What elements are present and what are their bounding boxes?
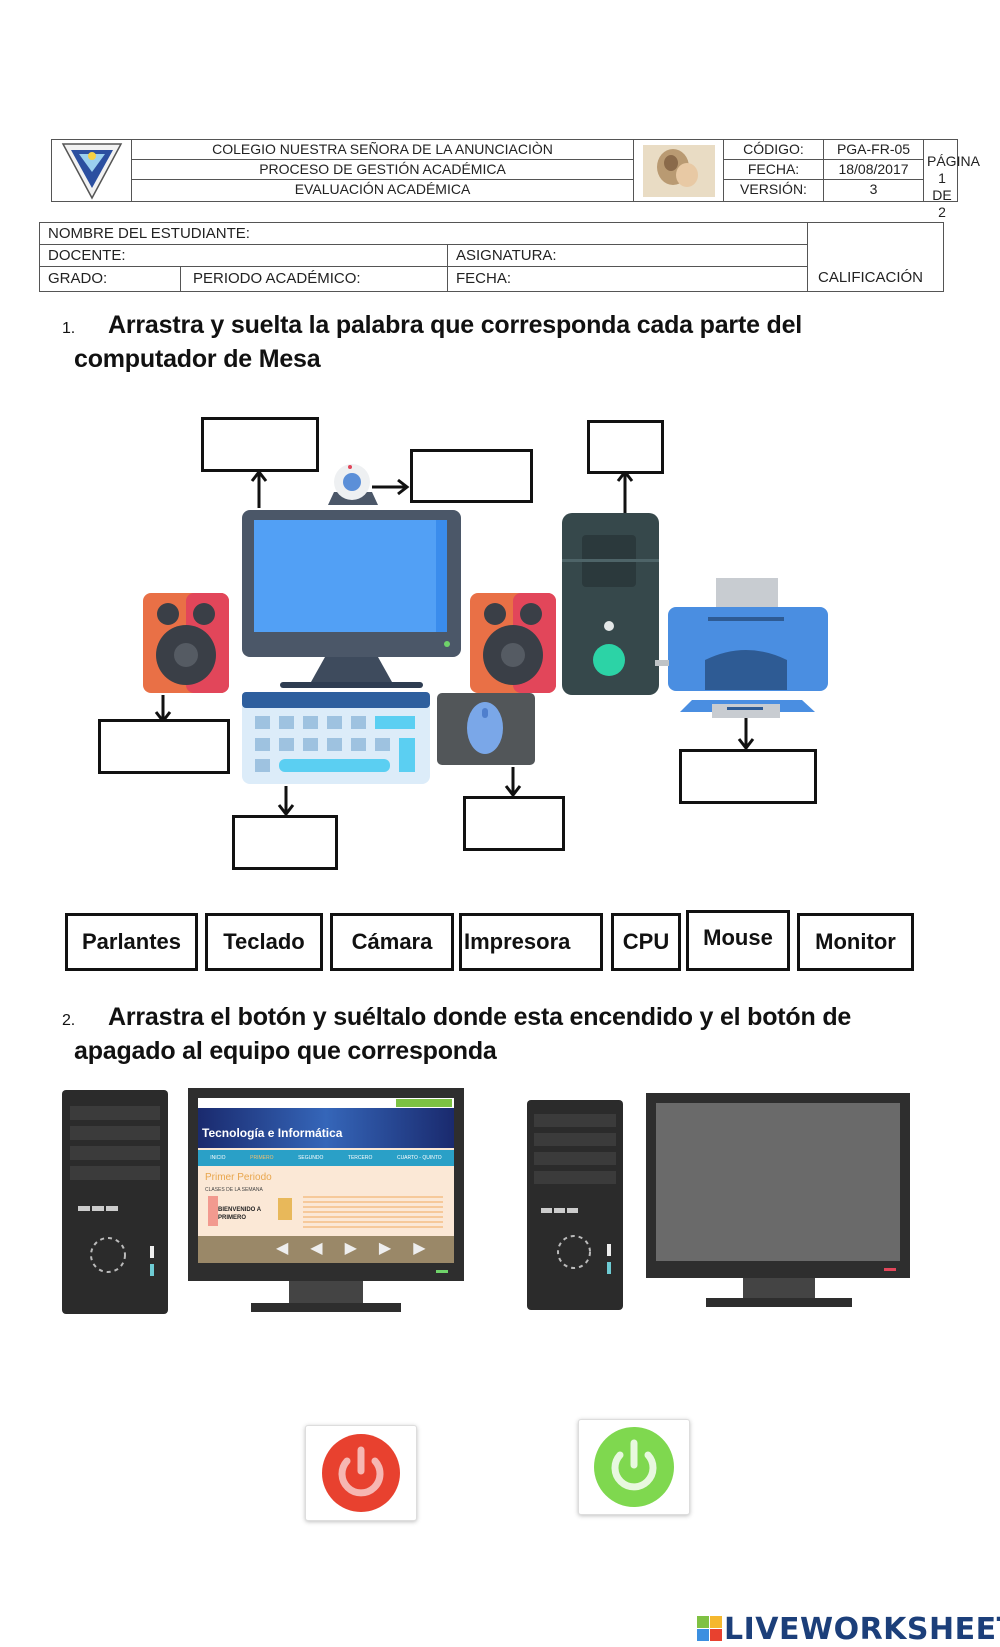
process-name: PROCESO DE GESTIÓN ACADÉMICA <box>132 160 634 180</box>
word-teclado[interactable]: Teclado <box>205 913 323 971</box>
drop-target-speaker[interactable] <box>98 719 230 774</box>
power-on-button[interactable] <box>578 1419 690 1515</box>
monitor-off[interactable] <box>646 1093 910 1308</box>
keyboard-icon <box>242 692 430 784</box>
printer-icon <box>655 578 828 718</box>
cpu-tower-off-icon[interactable] <box>525 1098 625 1313</box>
monitor-led-red <box>884 1268 896 1271</box>
left-speaker-icon <box>143 593 229 693</box>
power-off-button[interactable] <box>305 1425 417 1521</box>
site-subheading: CLASES DE LA SEMANA <box>205 1187 263 1193</box>
question-2-line1: Arrastra el botón y suéltalo donde esta … <box>108 1003 852 1031</box>
drop-target-mouse[interactable] <box>463 796 565 851</box>
saint-portrait <box>634 140 724 201</box>
drop-target-keyboard[interactable] <box>232 815 338 870</box>
power-off-icon <box>322 1434 400 1512</box>
mouse-icon <box>437 693 535 765</box>
word-cpu[interactable]: CPU <box>611 913 681 971</box>
monitor-led-green <box>436 1270 448 1273</box>
drop-target-camera[interactable] <box>410 449 533 503</box>
power-on-icon <box>594 1427 674 1507</box>
nav-item: TERCERO <box>347 1155 373 1161</box>
student-info-form: NOMBRE DEL ESTUDIANTE: DOCENTE: ASIGNATU… <box>39 222 944 292</box>
connector-arrows <box>154 469 755 817</box>
question-1-line2: computador de Mesa <box>74 345 321 373</box>
word-camara[interactable]: Cámara <box>330 913 454 971</box>
liveworksheets-logo-icon <box>697 1616 722 1641</box>
slider-controls-icon: ◀◀▶▶▶ <box>276 1240 448 1257</box>
nav-item: CUARTO - QUINTO <box>396 1155 442 1161</box>
date-value: 18/08/2017 <box>824 160 924 180</box>
subject-field[interactable]: ASIGNATURA: <box>448 245 808 267</box>
word-impresora[interactable]: Impresora <box>459 913 603 971</box>
word-mouse[interactable]: Mouse <box>686 910 790 971</box>
question-1-number: 1. <box>62 320 75 337</box>
question-2-number: 2. <box>62 1012 75 1029</box>
grade-field[interactable]: GRADO: <box>40 267 181 291</box>
webcam-icon <box>328 464 378 505</box>
student-name-field[interactable]: NOMBRE DEL ESTUDIANTE: <box>40 223 808 245</box>
nav-item: INICIO <box>210 1155 226 1161</box>
question-2-title: 2. Arrastra el botón y suéltalo donde est… <box>62 1002 851 1067</box>
word-monitor[interactable]: Monitor <box>797 913 914 971</box>
monitor-icon <box>242 510 461 688</box>
saint-portrait-image-icon <box>642 144 715 197</box>
grade-box: CALIFICACIÓN <box>818 269 924 286</box>
desktop-computer-illustration <box>143 464 828 817</box>
question-2-line2: apagado al equipo que corresponda <box>74 1037 497 1065</box>
document-header: COLEGIO NUESTRA SEÑORA DE LA ANUNCIACIÒN… <box>51 139 980 220</box>
school-name: COLEGIO NUESTRA SEÑORA DE LA ANUNCIACIÒN <box>132 140 634 160</box>
teacher-field[interactable]: DOCENTE: <box>40 245 448 267</box>
right-speaker-icon <box>470 593 556 693</box>
monitor-on[interactable]: Tecnología e Informática INICIO PRIMERO … <box>188 1088 464 1312</box>
blank-screen <box>656 1103 900 1261</box>
version-value: 3 <box>824 180 924 201</box>
site-heading: Primer Periodo <box>205 1172 272 1183</box>
drop-target-printer[interactable] <box>679 749 817 804</box>
school-logo <box>52 140 132 201</box>
drop-target-cpu[interactable] <box>587 420 664 474</box>
question-1-title: 1. Arrastra y suelta la palabra que corre… <box>62 310 802 375</box>
nav-item: SEGUNDO <box>298 1155 324 1161</box>
date-label: FECHA: <box>724 160 824 180</box>
site-banner: BIENVENIDO A PRIMERO <box>218 1207 261 1221</box>
school-shield-logo-icon <box>61 142 122 200</box>
word-parlantes[interactable]: Parlantes <box>65 913 198 971</box>
website-screen: Tecnología e Informática INICIO PRIMERO … <box>198 1098 454 1263</box>
cpu-tower-icon <box>562 513 659 695</box>
question-1-line1: Arrastra y suelta la palabra que corresp… <box>108 311 803 339</box>
period-field[interactable]: PERIODO ACADÉMICO: <box>181 267 448 291</box>
liveworksheets-brand[interactable]: LIVEWORKSHEETS <box>724 1612 1000 1647</box>
cpu-tower-on-icon[interactable] <box>60 1088 170 1318</box>
nav-item: PRIMERO <box>250 1155 274 1161</box>
site-nav: INICIO PRIMERO SEGUNDO TERCERO CUARTO - … <box>198 1150 454 1166</box>
page-value: 1 DE 2 <box>932 170 952 220</box>
version-label: VERSIÓN: <box>724 180 824 201</box>
code-label: CÓDIGO: <box>724 140 824 160</box>
code-value: PGA-FR-05 <box>824 140 924 160</box>
evaluation-name: EVALUACIÓN ACADÉMICA <box>132 180 634 201</box>
date-field[interactable]: FECHA: <box>448 267 808 291</box>
site-title: Tecnología e Informática <box>202 1126 343 1140</box>
drop-target-monitor[interactable] <box>201 417 319 472</box>
